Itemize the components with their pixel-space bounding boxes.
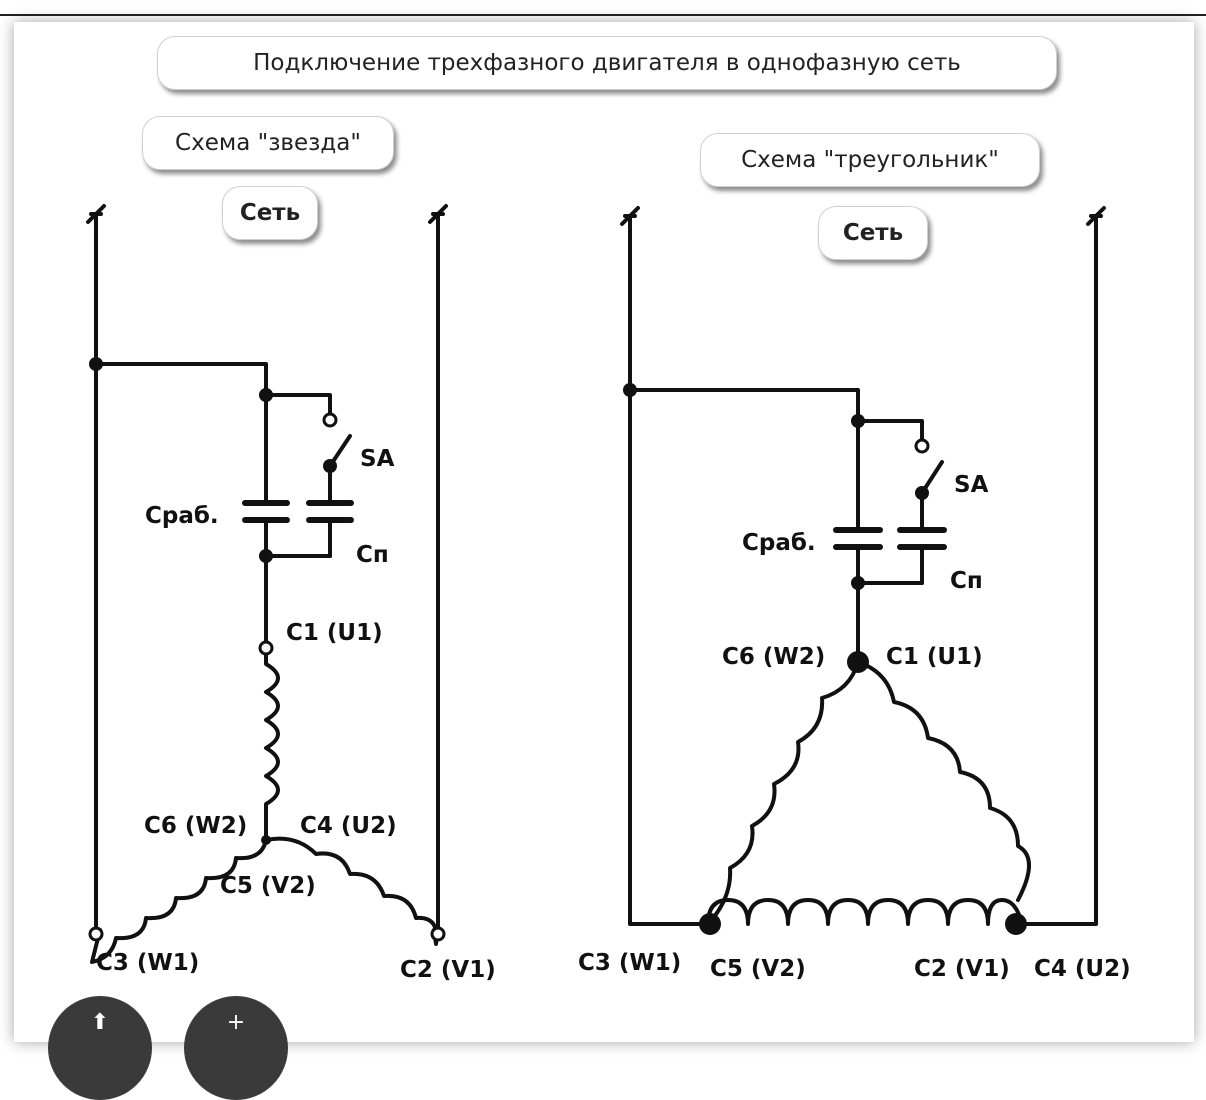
diagram-title: Подключение трехфазного двигателя в одно… — [157, 36, 1057, 90]
star-circuit — [86, 204, 448, 964]
triangle-c1-label: C1 (U1) — [886, 644, 983, 670]
triangle-circuit — [620, 206, 1106, 926]
image-card — [14, 22, 1194, 1042]
star-c1-label: C1 (U1) — [286, 620, 383, 646]
star-c4-label: C4 (U2) — [300, 813, 397, 839]
triangle-c4-label: C4 (U2) — [1034, 956, 1131, 982]
triangle-c-p-label: Сп — [950, 568, 983, 594]
top-bar — [0, 0, 1206, 16]
share-button[interactable]: ⬆ — [48, 996, 152, 1100]
triangle-scheme-heading: Схема "треугольник" — [700, 133, 1040, 187]
wiring-diagram: SA Сраб. Сп C1 (U1) C6 (W2) C4 (U2) C5 (… — [86, 204, 1131, 983]
triangle-c2-label: C2 (V1) — [914, 956, 1010, 982]
add-button[interactable]: + — [184, 996, 288, 1100]
star-mains-label: Сеть — [222, 186, 318, 240]
triangle-c5-label: C5 (V2) — [710, 956, 806, 982]
add-icon: + — [226, 1010, 246, 1035]
triangle-c-rab-label: Сраб. — [742, 530, 816, 556]
star-sa-label: SA — [360, 446, 395, 472]
star-c5-label: C5 (V2) — [220, 873, 316, 899]
star-c2-label: C2 (V1) — [400, 957, 496, 983]
share-icon: ⬆ — [90, 1010, 110, 1035]
star-c-p-label: Сп — [356, 542, 389, 568]
star-c3-label: C3 (W1) — [96, 950, 199, 976]
triangle-c3-label: C3 (W1) — [578, 950, 681, 976]
triangle-c6-label: C6 (W2) — [722, 644, 825, 670]
star-c6-label: C6 (W2) — [144, 813, 247, 839]
star-c-rab-label: Сраб. — [145, 503, 219, 529]
triangle-mains-label: Сеть — [818, 206, 928, 260]
triangle-sa-label: SA — [954, 472, 989, 498]
star-scheme-heading: Схема "звезда" — [142, 116, 394, 170]
